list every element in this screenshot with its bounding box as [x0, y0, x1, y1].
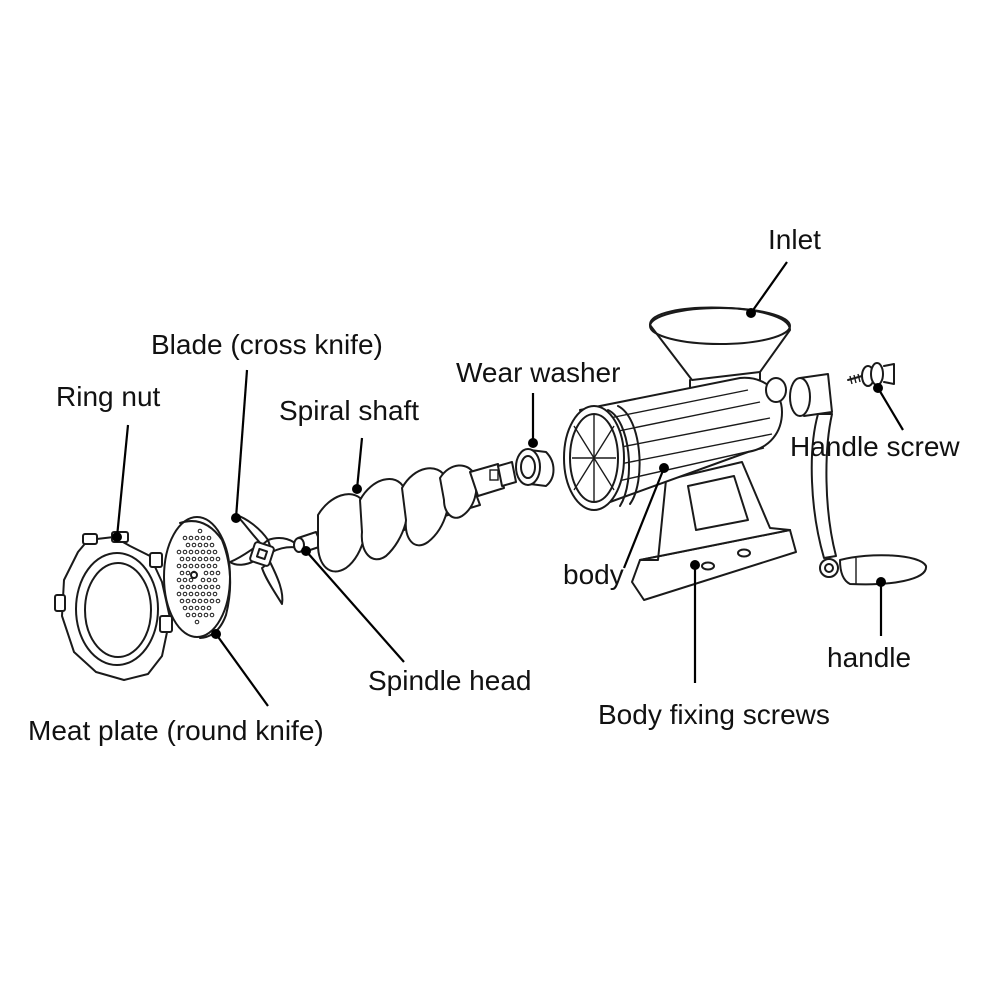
- plate-hole: [200, 549, 206, 555]
- plate-hole: [185, 570, 191, 576]
- label-meat-plate: Meat plate (round knife): [28, 715, 324, 746]
- plate-hole: [179, 584, 185, 590]
- plate-hole: [200, 605, 206, 611]
- plate-hole: [188, 535, 194, 541]
- crank-handle: [789, 373, 927, 586]
- plate-hole: [185, 612, 191, 618]
- plate-hole: [191, 612, 197, 618]
- plate-hole: [191, 542, 197, 548]
- plate-hole: [203, 584, 209, 590]
- spiral-shaft: [293, 461, 517, 573]
- plate-hole: [215, 570, 221, 576]
- plate-hole: [200, 577, 206, 583]
- plate-hole: [194, 619, 200, 625]
- plate-hole: [206, 549, 212, 555]
- plate-hole: [212, 591, 218, 597]
- plate-hole: [206, 577, 212, 583]
- plate-hole: [197, 584, 203, 590]
- plate-hole: [185, 598, 191, 604]
- plate-hole: [194, 605, 200, 611]
- plate-hole: [185, 556, 191, 562]
- plate-hole: [209, 584, 215, 590]
- plate-hole: [176, 549, 182, 555]
- plate-hole: [209, 556, 215, 562]
- meat-plate-holes: [176, 528, 221, 625]
- plate-hole: [209, 570, 215, 576]
- plate-hole: [185, 584, 191, 590]
- plate-hole: [194, 535, 200, 541]
- label-wear-washer: Wear washer: [456, 357, 620, 388]
- plate-hole: [206, 591, 212, 597]
- callout-labels: Inlet Blade (cross knife) Wear washer Ri…: [28, 224, 960, 746]
- plate-hole: [182, 549, 188, 555]
- plate-hole: [212, 563, 218, 569]
- plate-hole: [176, 563, 182, 569]
- plate-hole: [203, 598, 209, 604]
- plate-hole: [206, 605, 212, 611]
- plate-hole: [191, 556, 197, 562]
- meat-plate: [163, 516, 232, 639]
- plate-hole: [182, 591, 188, 597]
- wear-washer: [515, 448, 555, 487]
- leader-lines: [112, 261, 904, 707]
- plate-hole: [215, 598, 221, 604]
- plate-hole: [215, 556, 221, 562]
- plate-hole: [197, 542, 203, 548]
- plate-hole: [194, 549, 200, 555]
- plate-hole: [200, 563, 206, 569]
- plate-hole: [206, 563, 212, 569]
- plate-hole: [179, 598, 185, 604]
- plate-hole: [188, 591, 194, 597]
- plate-hole: [209, 598, 215, 604]
- plate-hole: [194, 563, 200, 569]
- plate-hole: [194, 591, 200, 597]
- plate-hole: [197, 556, 203, 562]
- plate-hole: [206, 535, 212, 541]
- plate-hole: [188, 563, 194, 569]
- plate-hole: [212, 577, 218, 583]
- plate-hole: [212, 549, 218, 555]
- label-body: body: [563, 559, 624, 590]
- plate-hole: [182, 577, 188, 583]
- label-inlet: Inlet: [768, 224, 821, 255]
- label-ring-nut: Ring nut: [56, 381, 161, 412]
- grinder-body: [563, 306, 797, 601]
- plate-hole: [176, 591, 182, 597]
- plate-hole: [209, 542, 215, 548]
- plate-hole: [209, 612, 215, 618]
- plate-hole: [176, 577, 182, 583]
- plate-hole: [182, 535, 188, 541]
- plate-hole: [200, 591, 206, 597]
- plate-hole: [203, 556, 209, 562]
- ring-nut: [54, 531, 173, 681]
- label-blade: Blade (cross knife): [151, 329, 383, 360]
- plate-hole: [185, 542, 191, 548]
- plate-hole: [188, 549, 194, 555]
- plate-hole: [188, 605, 194, 611]
- plate-hole: [182, 605, 188, 611]
- plate-hole: [197, 598, 203, 604]
- blade-cross-knife: [229, 514, 301, 605]
- plate-hole: [191, 584, 197, 590]
- plate-hole: [215, 584, 221, 590]
- plate-hole: [203, 570, 209, 576]
- label-handle-screw: Handle screw: [790, 431, 960, 462]
- plate-hole: [203, 612, 209, 618]
- label-handle: handle: [827, 642, 911, 673]
- plate-hole: [200, 535, 206, 541]
- handle-screw: [847, 362, 895, 387]
- plate-hole: [197, 528, 203, 534]
- label-spiral-shaft: Spiral shaft: [279, 395, 419, 426]
- plate-hole: [179, 570, 185, 576]
- label-spindle-head: Spindle head: [368, 665, 531, 696]
- plate-hole: [197, 612, 203, 618]
- plate-hole: [182, 563, 188, 569]
- plate-hole: [188, 577, 194, 583]
- plate-hole: [179, 556, 185, 562]
- plate-hole: [203, 542, 209, 548]
- plate-hole: [191, 598, 197, 604]
- label-body-fixing-screws: Body fixing screws: [598, 699, 830, 730]
